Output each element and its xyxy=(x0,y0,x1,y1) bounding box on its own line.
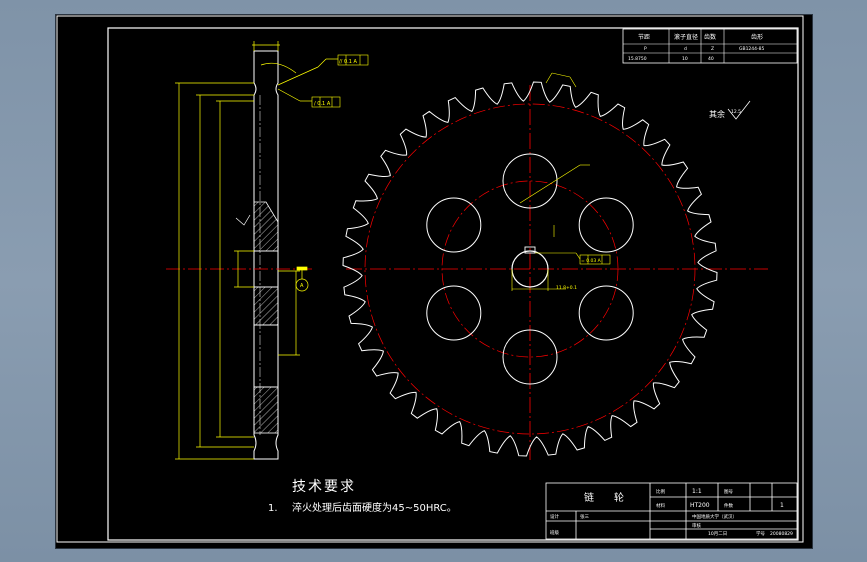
part-name: 链 轮 xyxy=(584,491,624,504)
roughness-icon xyxy=(727,100,751,120)
svg-text:比例: 比例 xyxy=(656,488,665,495)
hatch-hub-upper xyxy=(253,201,279,252)
hatch-rim-lower xyxy=(253,386,279,434)
lightening-holes xyxy=(426,153,634,385)
param-cell: 15.8750 xyxy=(628,56,647,62)
lightening-hole xyxy=(502,329,558,385)
param-cell: Z xyxy=(711,46,714,52)
technical-requirements: 技术要求 1. 淬火处理后齿面硬度为45~50HRC。 xyxy=(268,479,457,514)
side-section-view: // 0.1 A / 0.1 A A xyxy=(166,41,369,460)
param-header-roller: 滚子直径 xyxy=(674,33,698,41)
gdt-sym-frame: = 0.03 A xyxy=(579,254,611,265)
svg-text:HT200: HT200 xyxy=(690,502,710,509)
svg-text:张三: 张三 xyxy=(580,513,589,520)
bore-dimensions xyxy=(511,225,581,291)
gdt-runout-frame: / 0.1 A xyxy=(311,96,341,108)
svg-text:材料: 材料 xyxy=(656,502,665,509)
title-block-text: 链 轮 比例 1:1 图号 材料 HT200 件数 1 设计 张三 中国地质大学… xyxy=(550,488,793,537)
lightening-hole xyxy=(426,285,482,341)
keyway-dim-label: 11.8+0.1 xyxy=(556,285,577,291)
lightening-hole xyxy=(578,285,634,341)
svg-text:设计: 设计 xyxy=(550,513,559,520)
lightening-hole xyxy=(426,197,482,253)
pitch-circle xyxy=(364,103,696,435)
param-cell: 10 xyxy=(682,56,688,62)
plate-outline xyxy=(253,50,279,460)
tech-req-text: 淬火处理后齿面硬度为45~50HRC。 xyxy=(292,501,457,514)
param-header-pitch: 节距 xyxy=(638,33,650,41)
svg-text:1:1: 1:1 xyxy=(692,488,702,495)
param-cell: 40 xyxy=(708,56,714,62)
svg-text:学号: 学号 xyxy=(756,530,765,537)
sprocket-teeth-outline xyxy=(342,81,718,457)
tech-req-title: 技术要求 xyxy=(292,479,356,495)
gdt-flatness-frame: // 0.1 A xyxy=(337,54,369,66)
svg-text:20080829: 20080829 xyxy=(770,531,793,537)
surface-finish-note: 其余 12.5 xyxy=(709,100,751,120)
tech-req-num: 1. xyxy=(268,503,278,514)
keyway xyxy=(524,246,536,254)
svg-text:图号: 图号 xyxy=(724,489,733,495)
svg-text:中国地质大学（武汉）: 中国地质大学（武汉） xyxy=(692,513,737,520)
hatch-hub-lower xyxy=(253,286,279,326)
inner-frame xyxy=(107,27,799,541)
roughness-icon xyxy=(235,214,251,226)
param-header-teeth: 齿数 xyxy=(704,33,716,41)
param-cell: GB1244-85 xyxy=(739,46,765,52)
bolt-circle xyxy=(441,180,619,358)
svg-text:1: 1 xyxy=(780,502,784,509)
svg-text:班级: 班级 xyxy=(550,529,559,536)
side-dimensions xyxy=(175,41,338,460)
surface-finish-value: 12.5 xyxy=(731,109,741,115)
svg-text:= 0.03 A: = 0.03 A xyxy=(581,258,602,264)
param-cell: P xyxy=(644,46,647,52)
outer-frame xyxy=(56,15,804,543)
parameter-table: 节距 滚子直径 齿数 齿形 P d Z GB1244-85 15.8750 10… xyxy=(622,28,798,64)
param-cell: d xyxy=(684,46,687,52)
svg-text:/ 0.1 A: / 0.1 A xyxy=(314,101,331,107)
svg-text:10月二日: 10月二日 xyxy=(708,531,727,537)
lightening-hole xyxy=(578,197,634,253)
datum-label: A xyxy=(300,283,304,289)
cad-viewport[interactable]: 节距 滚子直径 齿数 齿形 P d Z GB1244-85 15.8750 10… xyxy=(55,14,813,549)
svg-text:件数: 件数 xyxy=(724,502,733,509)
drawing-canvas[interactable]: 节距 滚子直径 齿数 齿形 P d Z GB1244-85 15.8750 10… xyxy=(56,15,812,548)
tooth-leaders xyxy=(519,72,590,204)
param-header-profile: 齿形 xyxy=(751,33,763,41)
sprocket-front-view: 11.8+0.1 = 0.03 A xyxy=(342,72,768,460)
lightening-hole xyxy=(502,153,558,209)
svg-text:// 0.1 A: // 0.1 A xyxy=(339,59,357,65)
svg-text:审核: 审核 xyxy=(692,522,701,529)
surface-finish-label: 其余 xyxy=(709,109,725,119)
title-block xyxy=(545,482,798,540)
